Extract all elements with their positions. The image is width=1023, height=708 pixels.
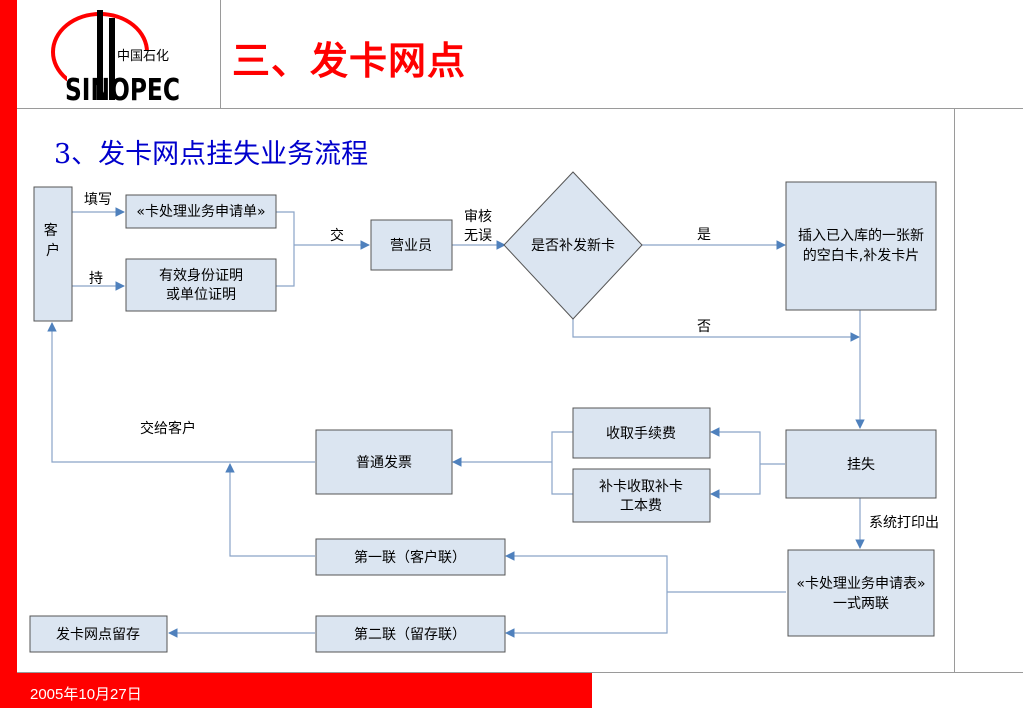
customer-label: 客 户 xyxy=(44,222,62,259)
customer-box xyxy=(33,186,73,322)
outlet-keep-label: 发卡网点留存 xyxy=(56,627,140,643)
id-proof-box xyxy=(125,258,277,312)
customer-char-2: 户 xyxy=(46,242,60,259)
application-form-box xyxy=(125,194,277,229)
connector-fees-merge xyxy=(551,431,573,495)
logo-latin-text: SINOPEC xyxy=(65,73,180,108)
edge-label-submit: 交 xyxy=(330,227,344,244)
outlet-keep-box xyxy=(29,615,168,653)
edge-label-yes: 是 xyxy=(697,227,711,243)
clerk-label: 营业员 xyxy=(390,238,432,254)
reissue-fee-label-1: 补卡收取补卡 xyxy=(599,479,683,495)
report-loss-box xyxy=(785,429,937,499)
form-print-label-2: 一式两联 xyxy=(833,596,889,612)
invoice-label: 普通发票 xyxy=(356,455,412,471)
new-card-label-2: 的空白卡,补发卡片 xyxy=(803,248,919,264)
form-print-box xyxy=(787,549,935,637)
connector-copy1-up xyxy=(225,463,315,557)
decision-label: 是否补发新卡 xyxy=(531,238,615,254)
customer-char-1: 客 xyxy=(44,222,58,239)
connector-to-fee1 xyxy=(710,427,761,464)
connector-to-copy2 xyxy=(505,592,668,638)
handling-fee-box xyxy=(572,407,711,459)
id-proof-label-1: 有效身份证明 xyxy=(159,268,243,284)
connector-to-fee2 xyxy=(710,464,761,499)
form-print-label-1: «卡处理业务申请表» xyxy=(796,576,925,592)
clerk-box xyxy=(370,219,453,271)
connector-to-copy1 xyxy=(505,551,668,592)
footer-date: 2005年10月27日 xyxy=(30,686,142,703)
edge-label-hold: 持 xyxy=(89,271,103,287)
reissue-fee-label-2: 工本费 xyxy=(620,498,662,514)
sinopec-logo: 中国石化 SINOPEC xyxy=(17,0,220,108)
copy2-label: 第二联（留存联） xyxy=(354,626,466,643)
header-divider xyxy=(220,0,221,108)
right-rule xyxy=(954,108,955,673)
decision-diamond xyxy=(503,171,643,320)
application-form-label: «卡处理业务申请单» xyxy=(136,204,265,220)
connector-form-merge xyxy=(276,211,295,287)
copy1-label: 第一联（客户联） xyxy=(354,549,466,566)
edge-label-no: 否 xyxy=(697,319,711,335)
invoice-box xyxy=(315,429,453,495)
footer-bar xyxy=(17,673,592,708)
new-card-box xyxy=(785,181,937,311)
copy2-box xyxy=(315,615,506,653)
header-rule xyxy=(17,108,1023,109)
logo-chinese-text: 中国石化 xyxy=(117,49,169,64)
edge-label-system-print: 系统打印出 xyxy=(869,514,939,531)
report-loss-label: 挂失 xyxy=(847,457,875,473)
bottom-rule xyxy=(17,672,1023,673)
new-card-label-1: 插入已入库的一张新 xyxy=(798,228,924,244)
page-title: 三、发卡网点 xyxy=(232,39,467,83)
edge-label-fill: 填写 xyxy=(84,192,112,208)
edge-label-review-2: 无误 xyxy=(464,228,492,244)
section-subtitle: 3、发卡网点挂失业务流程 xyxy=(54,139,369,170)
handling-fee-label: 收取手续费 xyxy=(606,425,676,442)
left-accent-bar xyxy=(0,0,17,708)
connector-invoice-customer xyxy=(47,322,315,463)
reissue-fee-box xyxy=(572,468,711,523)
id-proof-label-2: 或单位证明 xyxy=(166,287,236,303)
connector-no xyxy=(572,319,860,342)
edge-label-review-1: 审核 xyxy=(464,209,492,225)
copy1-box xyxy=(315,538,506,576)
edge-label-give-customer: 交给客户 xyxy=(140,420,196,437)
